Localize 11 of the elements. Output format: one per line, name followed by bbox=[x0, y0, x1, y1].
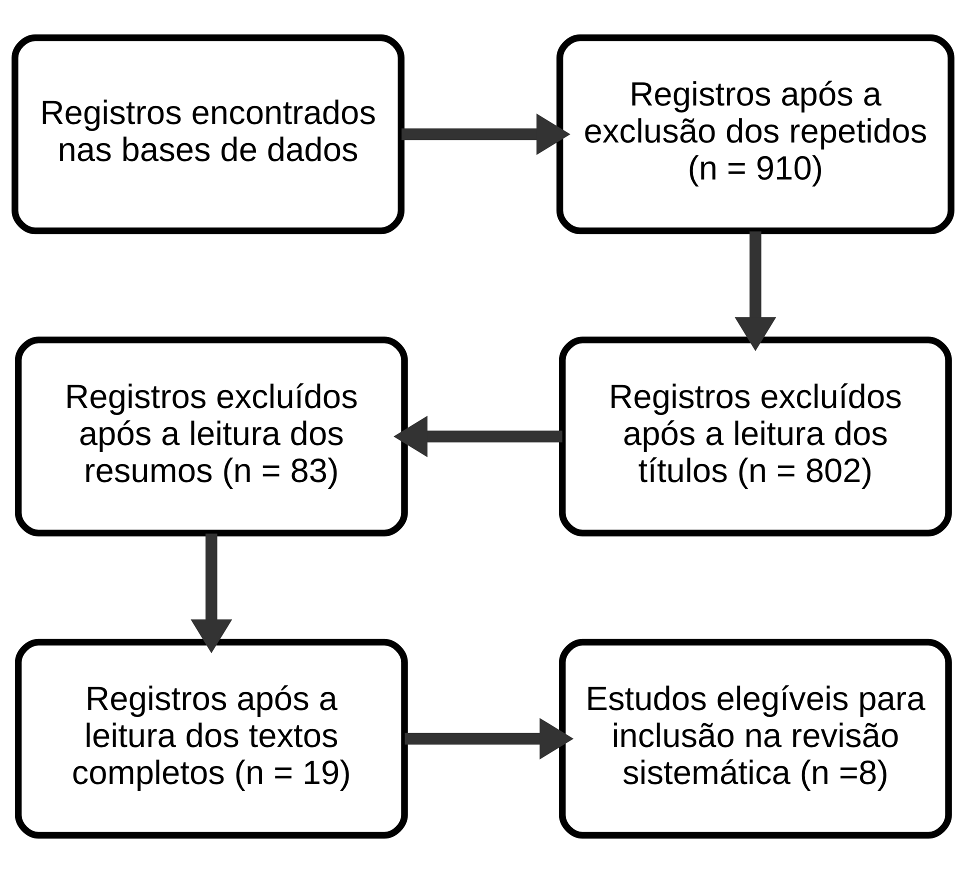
arrow bbox=[404, 717, 574, 759]
arrow bbox=[402, 112, 570, 155]
arrow bbox=[394, 415, 562, 457]
node-box: Estudos elegíveis para inclusão na revisão sistemática (n =8) bbox=[558, 638, 952, 838]
node-box: Registros encontrados nas bases de dados bbox=[12, 34, 404, 234]
node-box: Registros após a leitura dos textos completos (n = 19) bbox=[14, 638, 408, 838]
node-box: Registros após a exclusão dos repetidos (n = 910) bbox=[556, 34, 954, 234]
node-box: Registros excluídos após a leitura dos títulos (n = 802) bbox=[558, 336, 952, 536]
node-box: Registros excluídos após a leitura dos resumos (n = 83) bbox=[14, 336, 408, 536]
arrow bbox=[190, 533, 232, 653]
arrow bbox=[734, 230, 776, 351]
